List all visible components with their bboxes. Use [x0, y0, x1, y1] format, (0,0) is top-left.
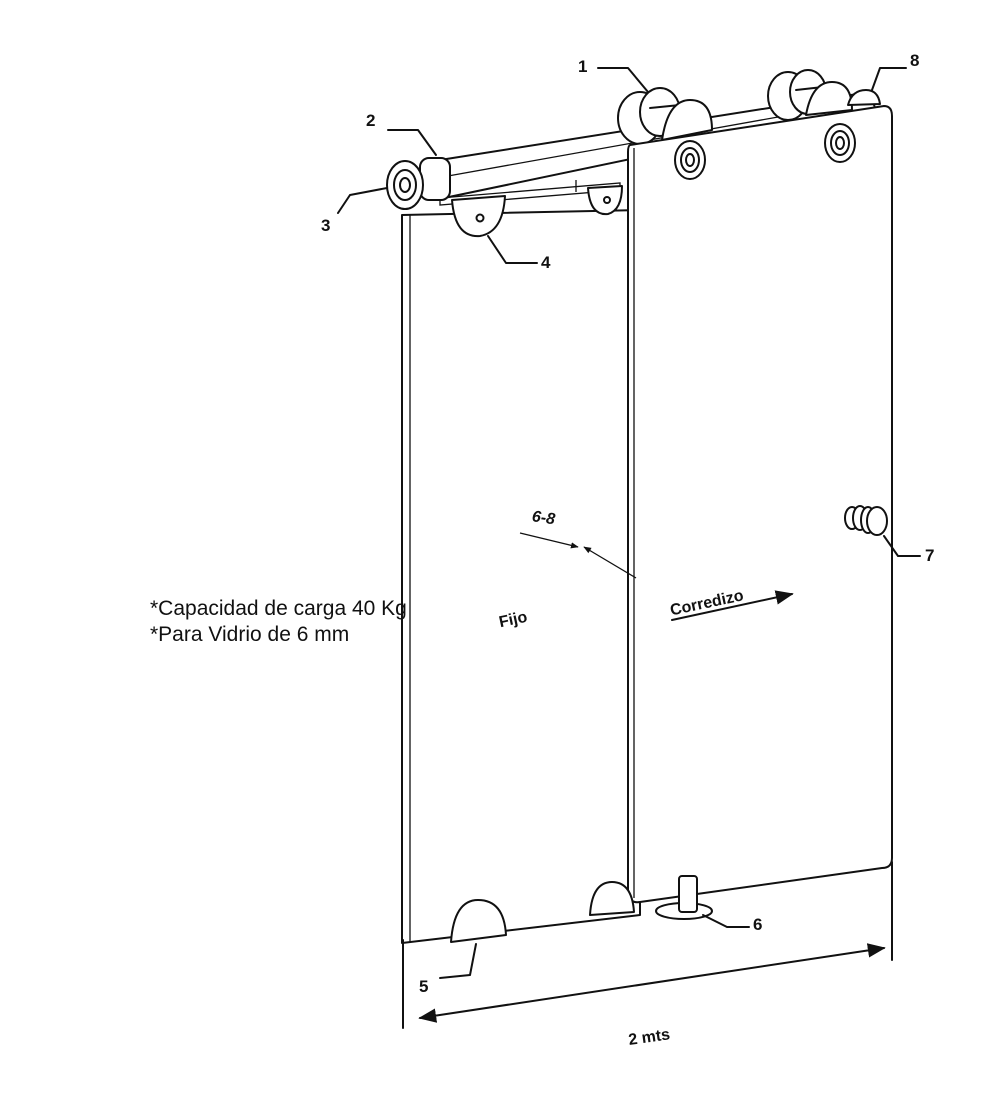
- top-roller-left: [617, 87, 713, 145]
- callout-1: 1: [578, 57, 587, 76]
- callout-leaders: [337, 67, 921, 979]
- load-capacity-note: *Capacidad de carga 40 Kg: [150, 597, 407, 620]
- gap-dimension: [519, 532, 637, 579]
- fixed-panel-top-clamp: [451, 185, 623, 238]
- width-dimension: [402, 861, 893, 1029]
- door-knob: [844, 505, 888, 536]
- callout-5: 5: [419, 977, 428, 996]
- sliding-direction-arrow: [671, 590, 794, 621]
- panel-bolt-right: [824, 123, 856, 163]
- end-cap: [386, 157, 451, 210]
- bottom-stopper: [450, 881, 635, 943]
- panel-bolt-left: [674, 140, 706, 180]
- callout-8: 8: [910, 51, 919, 70]
- sliding-glass-panel: [627, 105, 893, 904]
- callout-4: 4: [541, 253, 551, 272]
- callout-6: 6: [753, 915, 762, 934]
- width-label: 2 mts: [627, 1026, 671, 1049]
- callout-2: 2: [366, 111, 375, 130]
- glass-thickness-note: *Para Vidrio de 6 mm: [150, 623, 350, 646]
- fixed-panel-label: Fijo: [498, 609, 530, 632]
- fixed-glass-panel: [401, 180, 641, 944]
- callout-3: 3: [321, 216, 330, 235]
- floor-guide: [655, 875, 713, 920]
- callout-7: 7: [925, 546, 934, 565]
- gap-label: 6-8: [531, 508, 556, 528]
